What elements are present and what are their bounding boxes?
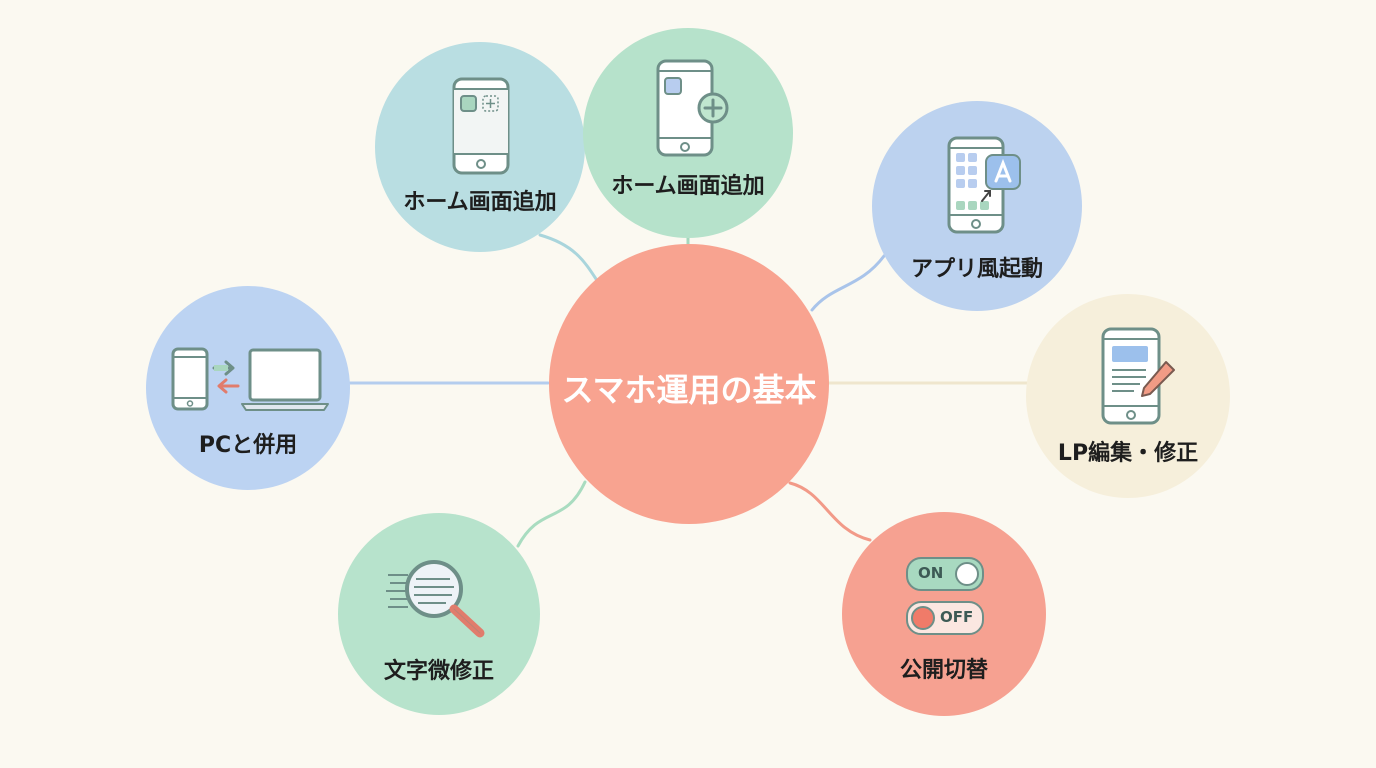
toggle-switch-icon: ON OFF xyxy=(906,557,984,637)
node-label: 公開切替 xyxy=(899,658,988,683)
phone-laptop-sync-icon xyxy=(171,347,329,411)
toggle-knob xyxy=(955,562,979,586)
toggle-off: OFF xyxy=(906,601,984,635)
toggle-knob xyxy=(911,606,935,630)
center-node: スマホ運用の基本 xyxy=(549,244,829,524)
toggle-on-label: ON xyxy=(918,564,944,582)
phone-edit-icon xyxy=(1101,327,1175,425)
connector-text-fix xyxy=(516,480,587,548)
node-label: PCと併用 xyxy=(198,433,298,458)
node-label: ホーム画面追加 xyxy=(611,174,765,199)
node-lp-edit: LP編集・修正 xyxy=(1026,294,1230,498)
connector-home-screen-1 xyxy=(538,233,600,284)
toggle-on: ON xyxy=(906,557,984,591)
node-label: 文字微修正 xyxy=(383,659,494,684)
phone-app-store-icon xyxy=(947,136,1021,234)
connector-publish-toggle xyxy=(788,481,872,542)
connector-app-launch xyxy=(810,254,886,312)
phone-grid-add-icon xyxy=(452,77,510,175)
node-text-fix: 文字微修正 xyxy=(338,513,540,715)
center-label: スマホ運用の基本 xyxy=(561,371,817,409)
node-label: LP編集・修正 xyxy=(1057,441,1199,466)
node-publish-toggle: ON OFF 公開切替 xyxy=(842,512,1046,716)
phone-plus-icon xyxy=(656,59,729,157)
toggle-off-label: OFF xyxy=(940,608,974,626)
node-pc-combo: PCと併用 xyxy=(146,286,350,490)
node-label: ホーム画面追加 xyxy=(403,190,557,215)
magnifier-text-icon xyxy=(386,560,485,638)
node-home-screen-2: ホーム画面追加 xyxy=(583,28,793,238)
node-app-launch: アプリ風起動 xyxy=(872,101,1082,311)
node-label: アプリ風起動 xyxy=(910,257,1043,282)
node-home-screen-1: ホーム画面追加 xyxy=(375,42,585,252)
